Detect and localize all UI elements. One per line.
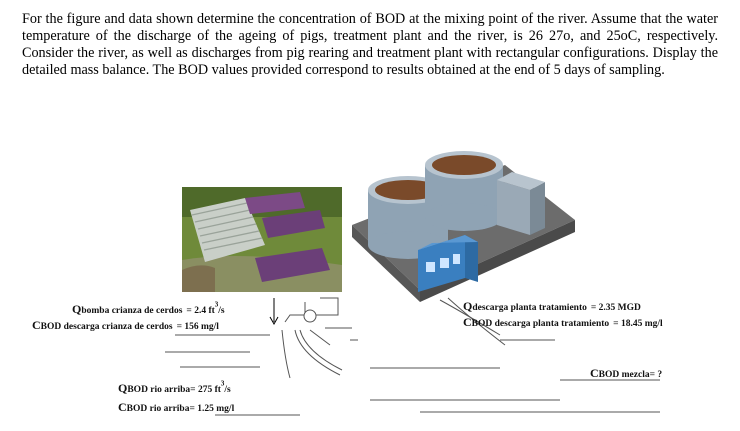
treatment-plant-illustration [352,151,575,302]
label-c-bod-rio: CBOD rio arriba= 1.25 mg/l [118,400,235,414]
problem-text: For the figure and data shown determine … [22,11,718,78]
label-q-bomba: Qbomba crianza de cerdos = 2.4 ft3/s [72,300,225,316]
label-q-descarga-planta: Qdescarga planta tratamiento = 2.35 MGD [463,299,641,313]
label-c-bod-planta: CBOD descarga planta tratamiento = 18.45… [463,315,663,329]
label-q-bod-rio: QBOD rio arriba= 275 ft3/s [118,379,231,395]
problem-statement: For the figure and data shown determine … [22,11,718,79]
pig-farm-photo [182,187,342,292]
river-lines [165,297,660,416]
label-c-bod-descarga: CBOD descarga crianza de cerdos = 156 mg… [32,318,219,332]
label-c-bod-mezcla: CBOD mezcla= ? [590,366,663,380]
discharge-arrow [269,298,279,326]
